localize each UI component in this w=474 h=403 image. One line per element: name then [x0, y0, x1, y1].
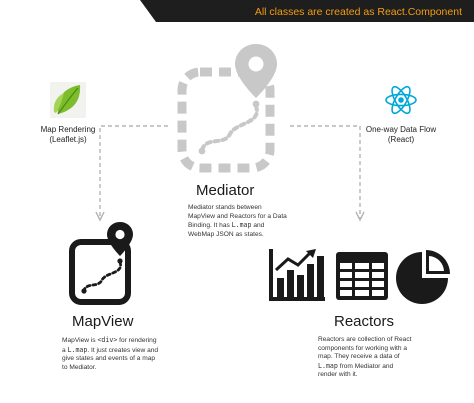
- mediator-title: Mediator: [196, 182, 255, 199]
- table-icon: [334, 250, 390, 302]
- banner-background: [140, 0, 474, 22]
- mapview-icon: [68, 220, 138, 308]
- bar-chart-icon: [268, 248, 326, 302]
- arrow-right-head: [355, 211, 365, 222]
- mediator-icon: [176, 40, 286, 176]
- connector-left: [99, 125, 168, 218]
- banner-text: All classes are created as React.Compone…: [254, 6, 462, 18]
- mapview-description: MapView is <div> for rendering a L.map. …: [62, 336, 159, 371]
- react-atom-icon: [384, 84, 418, 116]
- reactors-title: Reactors: [334, 313, 395, 330]
- pie-chart-icon: [396, 248, 452, 304]
- right-source-label: One-way Data Flow (React): [365, 125, 437, 144]
- reactors-description: Reactors are collection of React compone…: [318, 336, 412, 379]
- arrow-left-head: [95, 211, 105, 222]
- connector-right: [290, 125, 361, 218]
- left-source-label: Map Rendering (Leaflet.js): [40, 125, 96, 144]
- mediator-description: Mediator stands between MapView and Reac…: [188, 204, 287, 238]
- header-banner: [0, 0, 474, 22]
- leaf-icon: [50, 82, 86, 118]
- mapview-title: MapView: [72, 313, 134, 330]
